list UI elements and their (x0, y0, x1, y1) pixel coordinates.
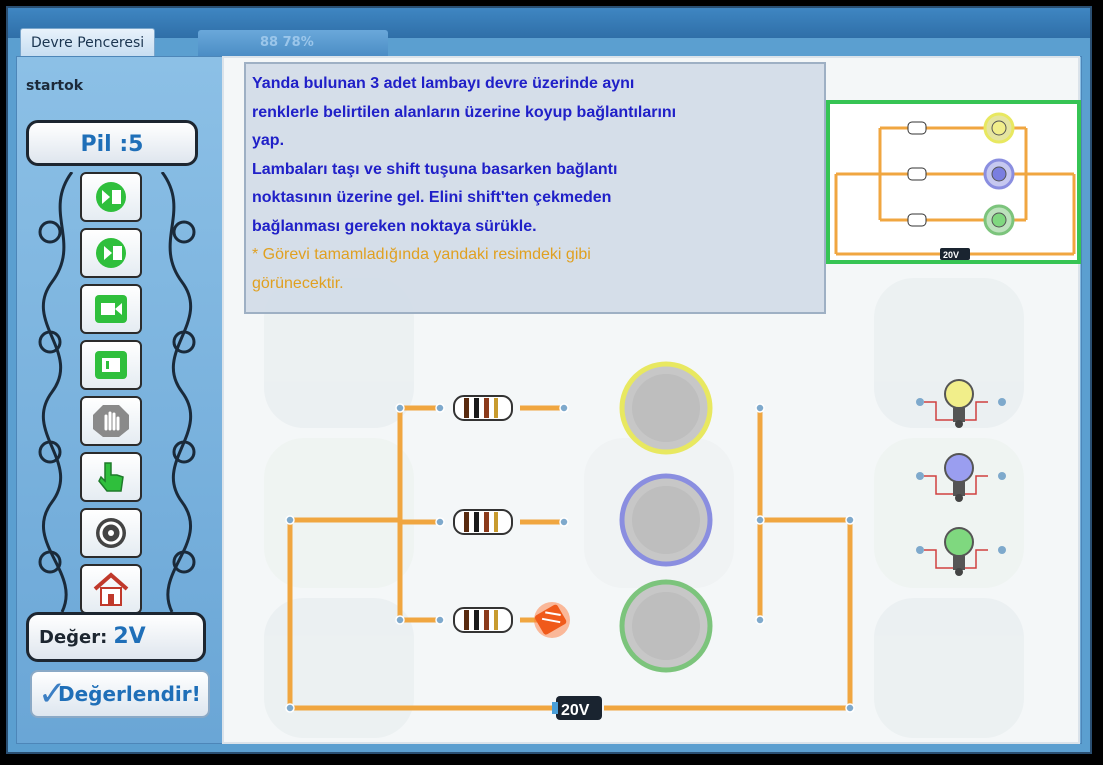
pointer-hand-icon (98, 462, 124, 492)
value-label: Değer: (39, 627, 108, 648)
username-label: startok (26, 78, 83, 94)
lamp-slot-purple[interactable] (619, 473, 713, 567)
connection-points[interactable] (285, 403, 855, 713)
instruction-line-3: yap. (252, 132, 285, 149)
camera-icon (95, 295, 127, 323)
instruction-line-2: renklerle belirtilen alanların üzerine k… (252, 103, 677, 121)
resistor-2[interactable] (453, 509, 513, 535)
instructions-panel: Yanda bulunan 3 adet lambayı devre üzeri… (244, 62, 826, 314)
instruction-line-5: noktasının üzerine gel. Elini shift'ten … (252, 189, 612, 206)
stop-button[interactable] (80, 396, 142, 446)
wires (287, 405, 853, 711)
export-icon (96, 182, 126, 212)
preview-canvas: 20V (834, 112, 1076, 260)
pointer-button[interactable] (80, 452, 142, 502)
home-button[interactable] (80, 564, 142, 614)
reset-icon (96, 518, 126, 548)
tool-strip (38, 168, 196, 618)
spare-lamp-green[interactable] (916, 527, 1006, 576)
spare-lamp-purple[interactable] (916, 453, 1006, 502)
presentation-button[interactable] (80, 340, 142, 390)
evaluate-label: Değerlendir! (58, 682, 201, 706)
import-icon (96, 238, 126, 268)
export-button[interactable] (80, 172, 142, 222)
reset-button[interactable] (80, 508, 142, 558)
instruction-note-line-1: * Görevi tamamladığında yandaki resimdek… (252, 246, 591, 263)
battery-count-display: Pil :5 (26, 120, 198, 166)
decorative-scroll-right (160, 172, 196, 612)
spare-lamp-yellow[interactable] (916, 379, 1006, 428)
instruction-line-1: Yanda bulunan 3 adet lambayı devre üzeri… (252, 75, 635, 92)
resistor-3[interactable] (453, 607, 513, 633)
eraser-icon[interactable] (534, 602, 570, 638)
tab-faded[interactable]: 88 78% (198, 30, 388, 56)
instruction-line-6: bağlanması gereken noktaya sürükle. (252, 217, 537, 235)
import-button[interactable] (80, 228, 142, 278)
completed-circuit-preview: 20V (826, 100, 1081, 264)
value-text: 2V (113, 624, 146, 649)
battery-label: 20V (561, 702, 590, 719)
checkmark-icon: ✓ (38, 674, 67, 714)
window-titlebar (8, 8, 1090, 38)
lamp-slot-green[interactable] (619, 579, 713, 673)
stop-hand-icon (93, 405, 129, 437)
value-display: Değer:2V (26, 612, 206, 662)
home-icon (93, 572, 129, 606)
circuit-canvas[interactable]: 20V (224, 58, 1080, 744)
instruction-note-line-2: görünecektir. (252, 274, 344, 292)
camera-button[interactable] (80, 284, 142, 334)
tab-devre-penceresi[interactable]: Devre Penceresi (20, 28, 156, 57)
lamp-slot-yellow[interactable] (619, 361, 713, 455)
preview-battery-label: 20V (943, 250, 959, 260)
presentation-icon (95, 351, 127, 379)
resistor-1[interactable] (453, 395, 513, 421)
decorative-scroll-left (38, 172, 74, 612)
battery-20v[interactable]: 20V (552, 696, 602, 720)
instruction-line-4: Lambaları taşı ve shift tuşuna basarken … (252, 160, 618, 178)
evaluate-button[interactable]: ✓ Değerlendir! (30, 670, 210, 718)
